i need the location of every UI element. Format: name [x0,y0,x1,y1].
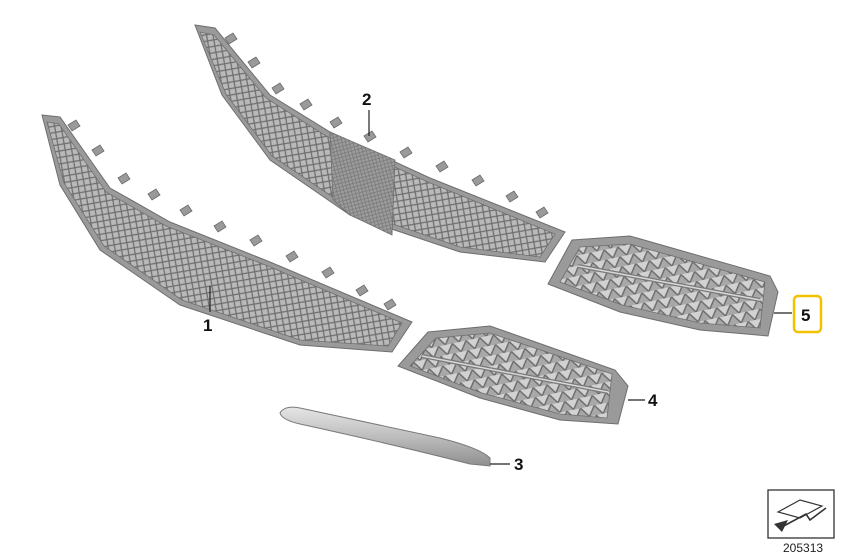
side-vent-grille-part-4 [397,325,629,425]
trim-strip-part-3 [279,406,491,467]
side-vent-grille-part-5 [547,235,779,337]
upper-grille-part-2 [194,24,566,263]
lower-grille-part-1 [41,114,413,353]
callout-1: 1 [203,316,212,335]
reference-number: 205313 [783,541,823,555]
callout-2: 2 [362,90,371,109]
callout-3: 3 [514,455,523,474]
callout-4: 4 [648,391,658,410]
arrow-to-plane-icon [767,489,835,539]
callout-5-highlight-box [792,294,823,334]
callout-5: 5 [801,306,810,325]
